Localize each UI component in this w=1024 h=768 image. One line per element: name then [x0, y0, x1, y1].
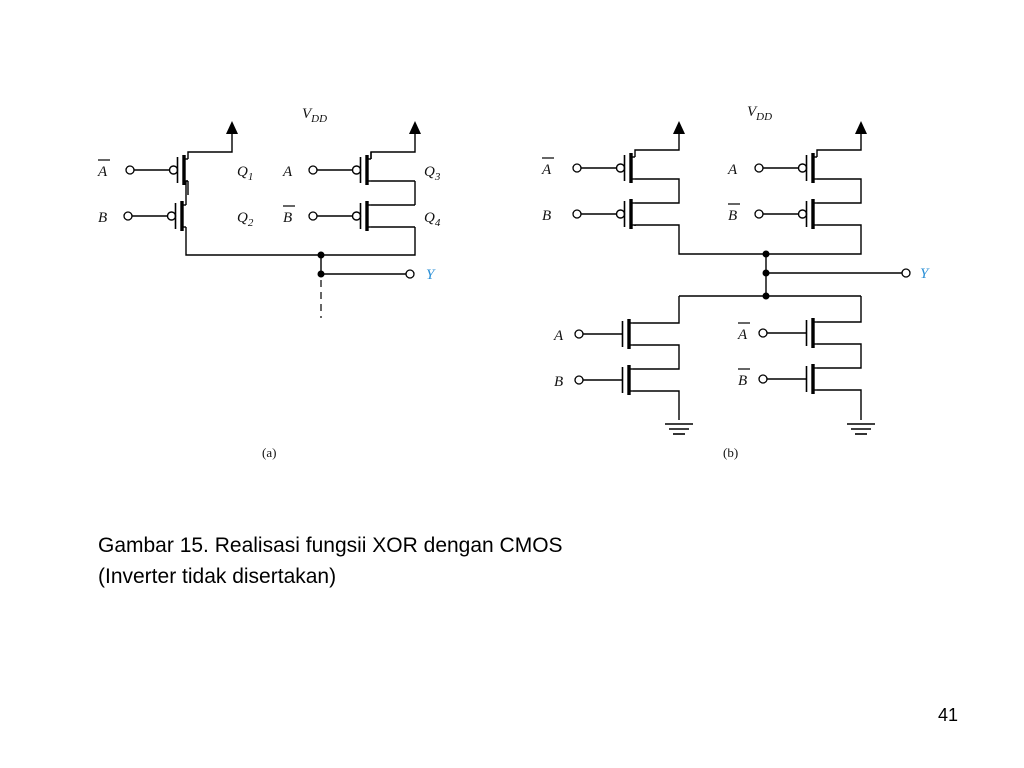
figure-b: VDD [541, 104, 930, 460]
input-a-bar-label: A [737, 327, 748, 343]
pmos-q3 [315, 153, 373, 187]
input-a-label: A [282, 164, 293, 180]
terminal-a-bar-1 [125, 165, 135, 175]
pmos-q2 [130, 199, 188, 233]
nmos-b-b [577, 363, 635, 397]
input-b-bar-label: B [728, 208, 737, 224]
q2-label: Q2 [237, 210, 254, 229]
input-b-bar-label: B [283, 210, 292, 226]
terminal-b-3 [574, 375, 584, 385]
input-a-label: A [553, 328, 564, 344]
q3-label: Q3 [424, 164, 441, 183]
input-b-label: B [542, 208, 551, 224]
q4-label: Q4 [424, 210, 441, 229]
vdd-arrow-b-right [855, 121, 867, 134]
input-b-label: B [98, 210, 107, 226]
wires-b [633, 134, 902, 420]
pmos-q4 [315, 199, 373, 233]
junction-dot [762, 292, 770, 300]
output-y-label-b: Y [920, 266, 930, 282]
figure-a: VDD [97, 106, 441, 460]
vdd-arrow-b-left [673, 121, 685, 134]
input-a-label: A [727, 162, 738, 178]
junction-dot [762, 269, 770, 277]
terminal-a-bar-3 [758, 328, 768, 338]
junction-dot [762, 250, 770, 258]
pmos-b-a [761, 151, 819, 185]
caption-line-1: Gambar 15. Realisasi fungsii XOR dengan … [98, 534, 563, 557]
caption-line-2: (Inverter tidak disertakan) [98, 565, 337, 588]
vdd-label-b: VDD [747, 104, 772, 123]
xor-cmos-circuit-diagram: VDD [97, 104, 930, 460]
output-y-label-a: Y [426, 267, 436, 283]
input-a-bar-label: A [97, 164, 108, 180]
input-a-bar-label: A [541, 162, 552, 178]
junction-dot [317, 251, 325, 259]
vdd-arrow-a-right [409, 121, 421, 134]
terminal-b-bar-2 [754, 209, 764, 219]
terminal-b-2 [572, 209, 582, 219]
terminal-b-bar-1 [308, 211, 318, 221]
page-number: 41 [938, 705, 959, 725]
nmos-b-a-bar [761, 316, 819, 350]
subfigure-b-label: (b) [723, 445, 738, 460]
ground-right [846, 423, 876, 435]
nmos-b-b-bar [761, 362, 819, 396]
pmos-b-b [579, 197, 637, 231]
input-b-bar-label: B [738, 373, 747, 389]
terminal-b-bar-3 [758, 374, 768, 384]
terminal-a-3 [574, 329, 584, 339]
pmos-q1 [132, 153, 190, 187]
ground-left [664, 423, 694, 435]
vdd-label-a: VDD [302, 106, 327, 125]
terminal-a-1 [308, 165, 318, 175]
terminal-a-bar-2 [572, 163, 582, 173]
pmos-b-a-bar [579, 151, 637, 185]
q1-label: Q1 [237, 164, 253, 183]
nmos-b-a [577, 317, 635, 351]
wires-a [185, 134, 416, 275]
subfigure-a-label: (a) [262, 445, 276, 460]
pmos-b-b-bar [761, 197, 819, 231]
terminal-y-a [405, 269, 415, 279]
legs-a [370, 152, 415, 228]
terminal-b-1 [123, 211, 133, 221]
junction-dot [317, 270, 325, 278]
vdd-arrow-a-left [226, 121, 238, 134]
terminal-a-2 [754, 163, 764, 173]
terminal-y-b [901, 268, 911, 278]
input-b-label: B [554, 374, 563, 390]
figure-caption: Gambar 15. Realisasi fungsii XOR dengan … [98, 530, 563, 592]
